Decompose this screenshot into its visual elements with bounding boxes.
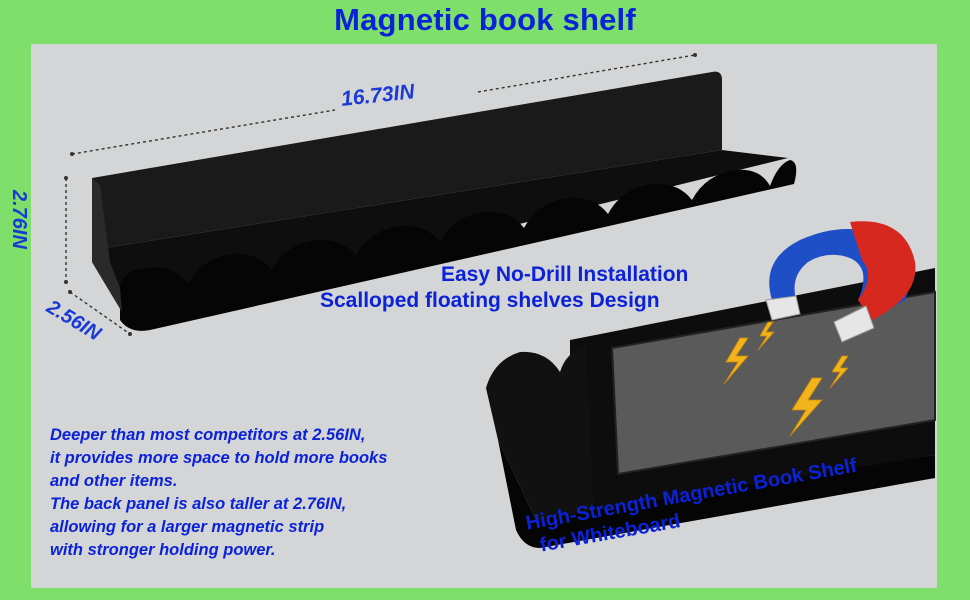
feature-scalloped: Scalloped floating shelves Design [320,289,660,312]
dimension-lines [65,54,696,335]
description-text: Deeper than most competitors at 2.56IN, … [50,424,480,562]
shelf-main [92,71,797,331]
description-line: with stronger holding power. [50,541,276,559]
description-line: Deeper than most competitors at 2.56IN, [50,426,366,444]
page-title: Magnetic book shelf [334,2,636,37]
magnet-icon [765,221,916,343]
description-line: allowing for a larger magnetic strip [50,518,325,536]
dimension-height: 2.76IN [8,190,30,249]
feature-no-drill: Easy No-Drill Installation [441,263,689,286]
description-line: The back panel is also taller at 2.76IN, [50,495,347,513]
lightning-icon [723,321,849,437]
dimension-ends [64,53,697,336]
description-line: it provides more space to hold more book… [50,449,388,467]
description-line: and other items. [50,472,178,490]
